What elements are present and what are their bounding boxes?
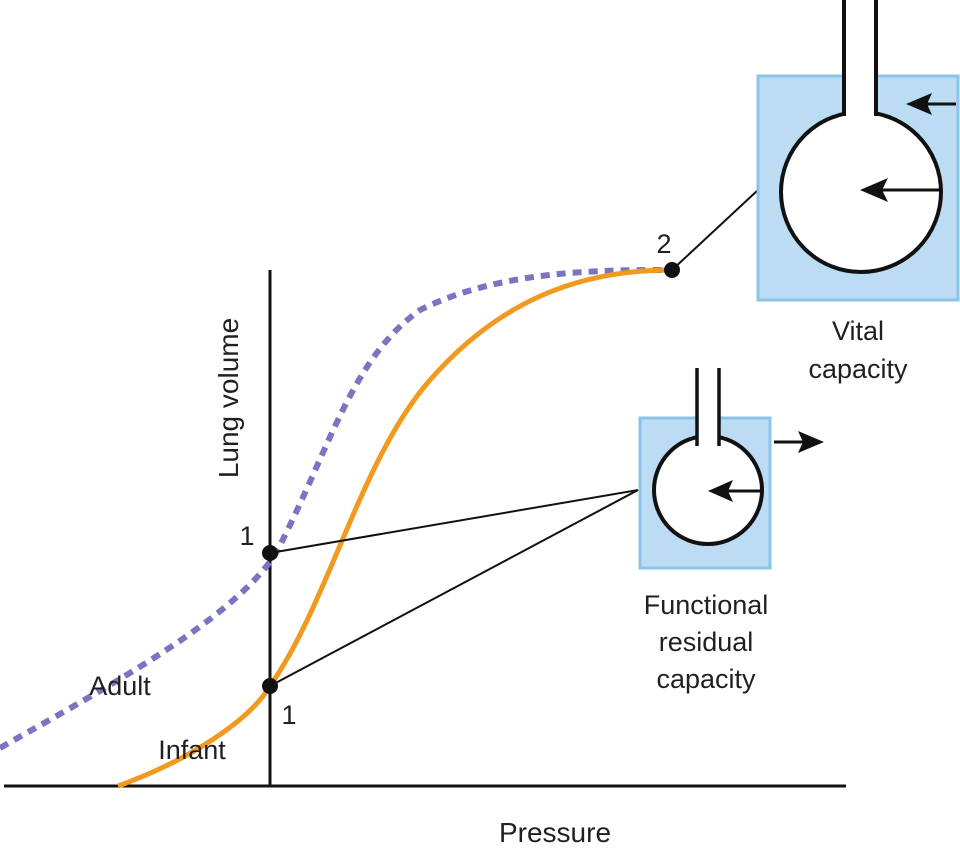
- vc-stem-fill: [844, 0, 876, 116]
- infant-curve: [117, 267, 673, 789]
- adult-curve: [0, 267, 673, 751]
- point-label-adult-frc: 1: [239, 521, 254, 551]
- y-axis-label: Lung volume: [213, 318, 244, 478]
- x-axis-label: Pressure: [499, 817, 611, 848]
- vital-capacity-label-line2: capacity: [808, 354, 908, 384]
- point-label-vital-capacity: 2: [656, 229, 671, 259]
- connector-vc: [671, 189, 759, 271]
- frc-label-line1: Functional: [644, 590, 769, 620]
- infant-curve-label: Infant: [158, 735, 226, 765]
- frc-label-line2: residual: [659, 627, 754, 657]
- vc-radius-arrow-head: [860, 178, 888, 202]
- lung-balloon-in-chamber-icon: [638, 368, 824, 570]
- connector-infant-frc: [269, 489, 639, 687]
- frc-recoil-arrow-head: [798, 431, 824, 453]
- frc-label-line3: capacity: [656, 664, 756, 694]
- vc-pressure-arrow-head: [906, 93, 932, 115]
- vc-balloon: [779, 110, 943, 274]
- frc-stem-fill: [697, 368, 719, 448]
- frc-radius-arrow-head: [708, 480, 733, 502]
- connector-adult-frc: [269, 489, 639, 554]
- adult-curve-label: Adult: [89, 671, 151, 701]
- vital-capacity-label-line1: Vital: [832, 316, 884, 346]
- lung-balloon-in-chamber-icon: [756, 0, 960, 302]
- point-vital-capacity: [664, 262, 680, 278]
- point-label-infant-frc: 1: [281, 700, 296, 730]
- point-infant-frc: [262, 678, 278, 694]
- point-adult-frc: [262, 545, 278, 561]
